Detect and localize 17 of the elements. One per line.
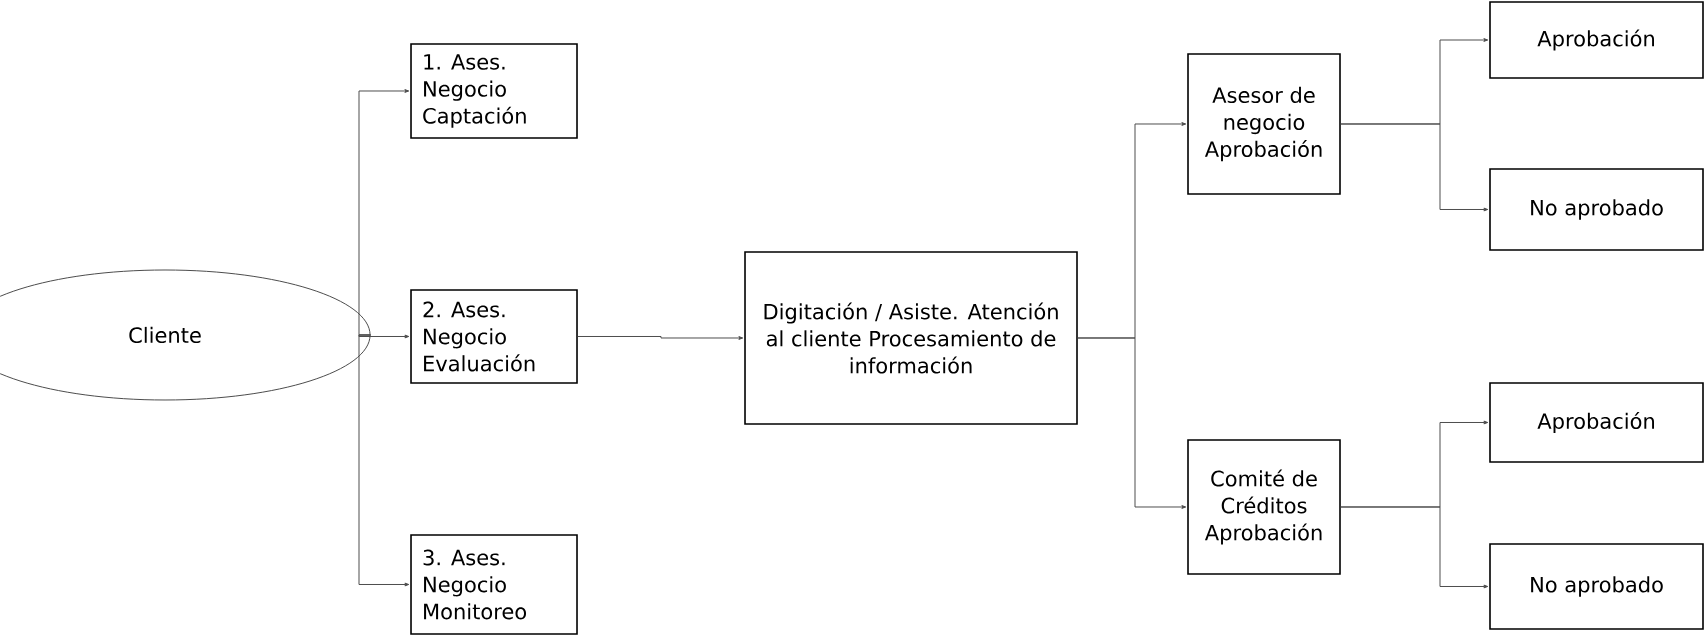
process-box: 1. Ases. Negocio Captación [410,43,578,139]
process-box: Digitación / Asiste. Atención al cliente Procesamiento de información [744,251,1078,425]
arrow [577,336,744,340]
arrow [358,334,410,339]
arrow [358,334,410,587]
process-box: 3. Ases. Negocio Monitoreo [410,534,578,635]
arrow [358,89,410,336]
process-box: No aprobado [1489,168,1704,251]
process-box: Aprobación [1489,382,1704,463]
process-box: 2. Ases. Negocio Evaluación [410,289,578,384]
arrow [1340,123,1489,212]
process-box: Comité de Créditos Aprobación [1187,439,1341,575]
arrow [1340,506,1489,589]
process-box: Aprobación [1489,1,1704,79]
process-box: No aprobado [1489,543,1704,630]
arrow [1077,337,1187,509]
process-box: Asesor de negocio Aprobación [1187,53,1341,195]
